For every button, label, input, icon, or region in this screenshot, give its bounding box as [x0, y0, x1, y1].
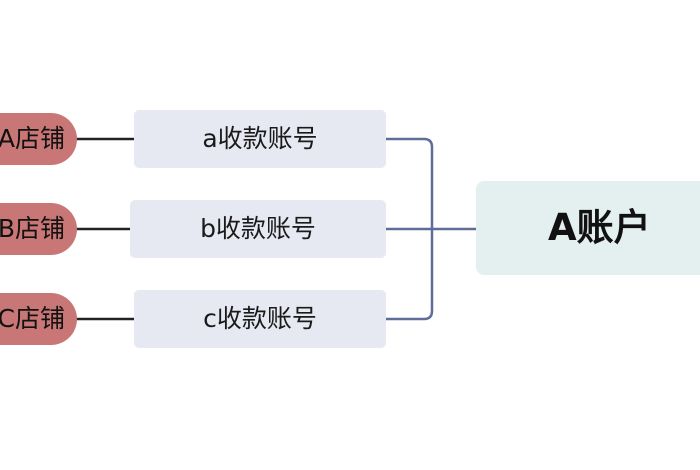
store-node-b-label: B店铺	[0, 214, 65, 243]
root-account-label: A账户	[548, 206, 651, 249]
account-node-b[interactable]: b收款账号	[130, 200, 386, 258]
store-node-c[interactable]: C店铺	[0, 293, 77, 345]
store-node-b[interactable]: B店铺	[0, 203, 77, 255]
store-node-c-label: C店铺	[0, 304, 65, 333]
account-node-a-label: a收款账号	[202, 124, 318, 153]
root-account-node[interactable]: A账户	[476, 181, 700, 275]
store-node-a-label: A店铺	[0, 124, 65, 153]
connector-account-a	[386, 137, 434, 229]
store-node-a[interactable]: A店铺	[0, 113, 77, 165]
account-node-a[interactable]: a收款账号	[134, 110, 386, 168]
account-node-c[interactable]: c收款账号	[134, 290, 386, 348]
account-node-b-label: b收款账号	[200, 214, 316, 243]
account-node-c-label: c收款账号	[203, 304, 317, 333]
connector-account-c	[386, 229, 434, 321]
